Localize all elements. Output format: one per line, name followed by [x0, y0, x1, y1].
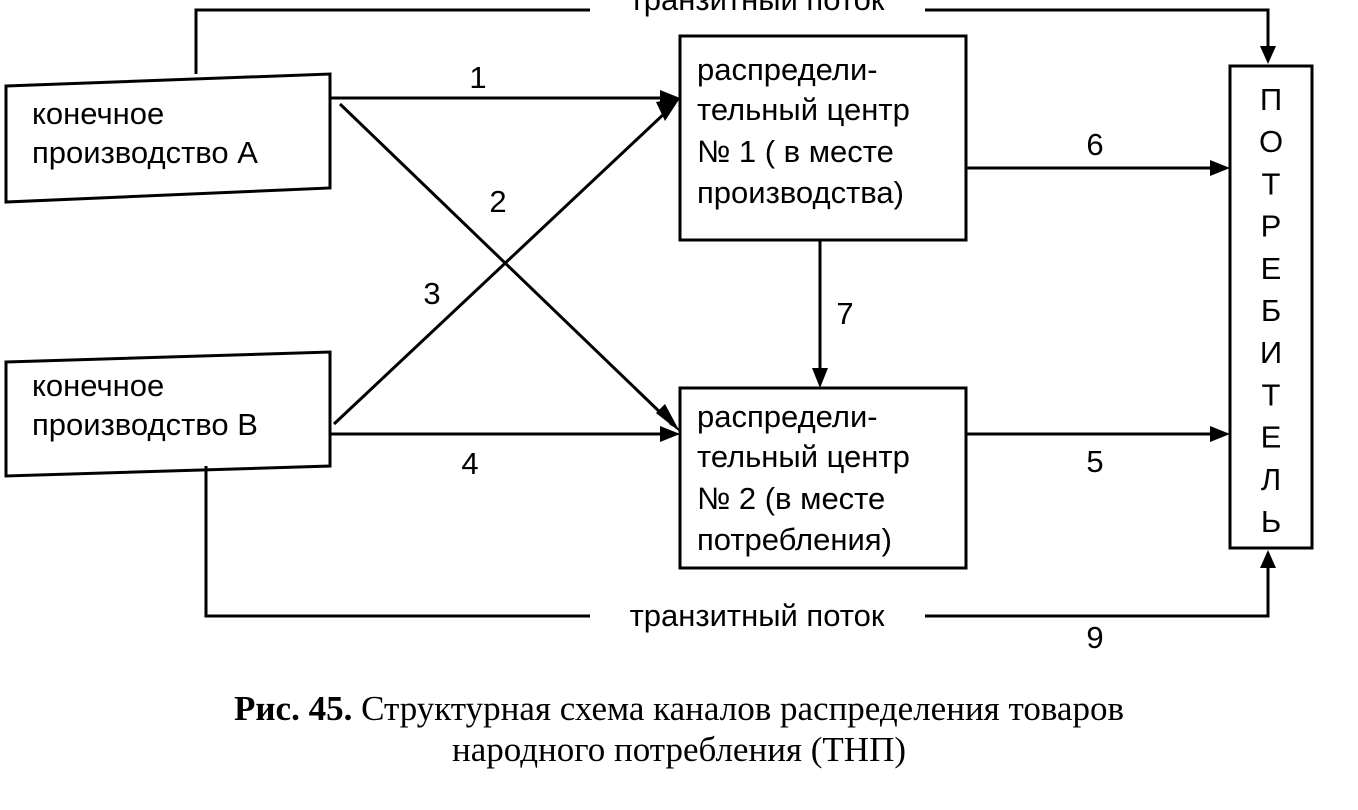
- flow-4: 4: [330, 426, 680, 481]
- producer-a-label-line2: производство А: [32, 135, 258, 170]
- consumer-letter: Б: [1261, 293, 1281, 328]
- producer-b-box: конечное производство В: [4, 350, 332, 478]
- consumer-letter: Т: [1262, 166, 1281, 201]
- caption-line2: народного потребления (ТНП): [451, 730, 907, 769]
- caption-prefix: Рис. 45.: [234, 689, 353, 728]
- center-1-line1: распредели-: [697, 52, 878, 87]
- consumer-letter: Е: [1261, 251, 1282, 286]
- distribution-center-1-box: распредели- тельный центр № 1 ( в месте …: [678, 34, 968, 242]
- consumer-letter: Л: [1261, 462, 1281, 497]
- flow-4-label: 4: [461, 446, 478, 481]
- flow-7-label: 7: [836, 296, 853, 331]
- producer-a-label-line1: конечное: [32, 96, 164, 131]
- figure-caption: Рис. 45. Структурная схема каналов распр…: [0, 688, 1358, 770]
- flow-3: 3: [332, 98, 680, 426]
- distribution-center-2-box: распредели- тельный центр № 2 (в месте п…: [678, 386, 968, 570]
- consumer-letter: И: [1260, 335, 1282, 370]
- flow-5: 5: [966, 426, 1230, 479]
- center-1-line2: тельный центр: [697, 92, 910, 127]
- transit-flow-bottom: транзитный поток 9: [204, 466, 1276, 655]
- center-1-line4: производства): [697, 175, 904, 210]
- consumer-letter: О: [1259, 124, 1283, 159]
- flow-6: 6: [966, 127, 1230, 176]
- consumer-letter: Ь: [1261, 504, 1281, 539]
- transit-flow-top-label: транзитный поток: [630, 0, 885, 17]
- consumer-letter: Е: [1261, 420, 1282, 455]
- center-1-line3: № 1 ( в месте: [697, 134, 894, 169]
- flow-2: 2: [338, 102, 680, 432]
- caption-text: Структурная схема каналов распределения …: [361, 689, 1124, 728]
- flow-5-label: 5: [1086, 444, 1103, 479]
- flow-2-label: 2: [489, 184, 506, 219]
- consumer-letter: П: [1260, 82, 1282, 117]
- consumer-letter: Р: [1261, 209, 1282, 244]
- consumer-letter: Т: [1262, 377, 1281, 412]
- flow-1: 1: [330, 60, 680, 106]
- distribution-channels-diagram: транзитный поток конечное производство А…: [4, 0, 1314, 655]
- producer-a-box: конечное производство А: [4, 72, 332, 204]
- producer-b-label-line1: конечное: [32, 368, 164, 403]
- transit-flow-bottom-label: транзитный поток: [630, 598, 885, 633]
- center-2-line2: тельный центр: [697, 439, 910, 474]
- flow-3-label: 3: [423, 276, 440, 311]
- producer-b-label-line2: производство В: [32, 407, 258, 442]
- center-2-line1: распредели-: [697, 399, 878, 434]
- flow-9-label: 9: [1086, 620, 1103, 655]
- center-2-line4: потребления): [697, 522, 892, 557]
- flow-6-label: 6: [1086, 127, 1103, 162]
- flow-1-label: 1: [469, 60, 486, 95]
- flow-7: 7: [812, 240, 854, 388]
- center-2-line3: № 2 (в месте: [697, 481, 885, 516]
- transit-flow-top: транзитный поток: [194, 0, 1276, 74]
